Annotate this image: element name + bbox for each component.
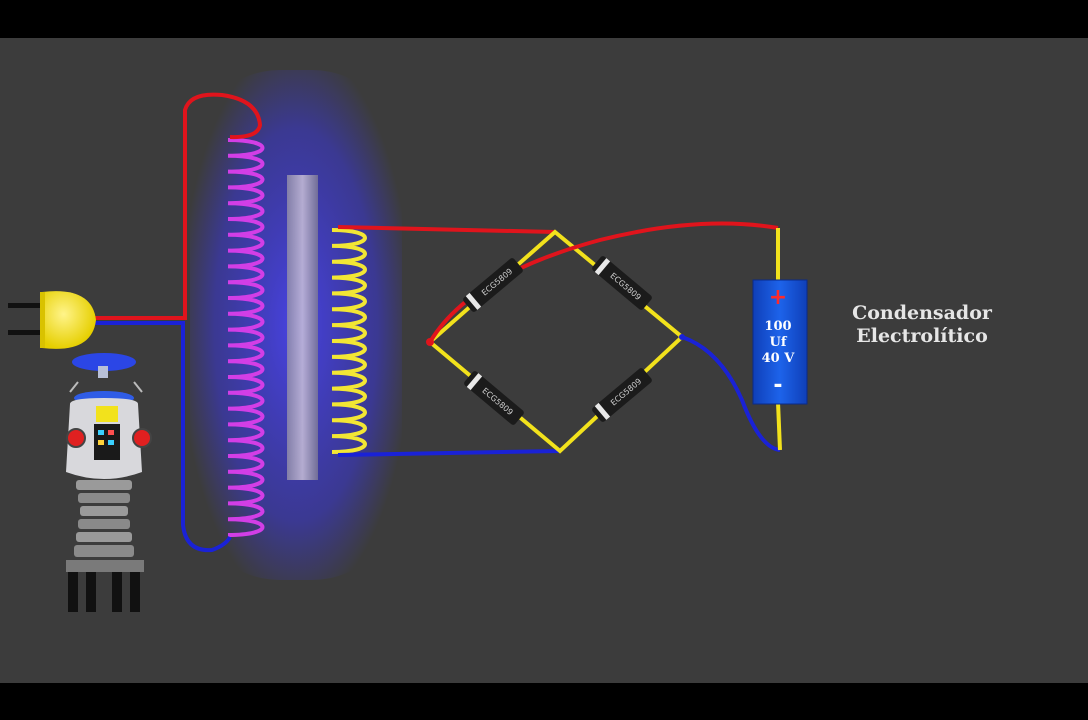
capacitor-value-line2: Uf (770, 335, 788, 350)
capacitor-minus-sign: - (773, 373, 782, 398)
letterbox-top (0, 0, 1088, 38)
scene-background (0, 38, 1088, 683)
secondary-wire-blue (337, 449, 561, 457)
capacitor-lead-bottom (776, 401, 782, 451)
mains-wire-red (95, 92, 263, 320)
mains-wire-blue (95, 321, 232, 553)
output-wire-blue (681, 335, 781, 452)
transformer-core (287, 175, 318, 480)
node-left (426, 338, 434, 346)
capacitor-label-line2: Electrolítico (856, 325, 988, 347)
capacitor-value-line1: 100 (764, 319, 791, 334)
capacitor-body (752, 279, 808, 405)
capacitor-label-line1: Condensador (852, 302, 992, 324)
output-wire-red (428, 221, 779, 344)
capacitor-value-line3: 40 V (762, 351, 796, 366)
secondary-coil (331, 228, 367, 454)
secondary-wire-red (337, 225, 556, 234)
letterbox-bottom (0, 683, 1088, 720)
capacitor-label: Condensador Electrolítico (830, 302, 1014, 348)
primary-coil (227, 138, 265, 537)
diode-top-right: ECG5809 (592, 256, 652, 310)
robot-mascot-icon (66, 353, 152, 612)
node-right (679, 334, 685, 340)
capacitor-plus-sign: + (769, 285, 787, 310)
power-plug-icon (8, 291, 96, 349)
